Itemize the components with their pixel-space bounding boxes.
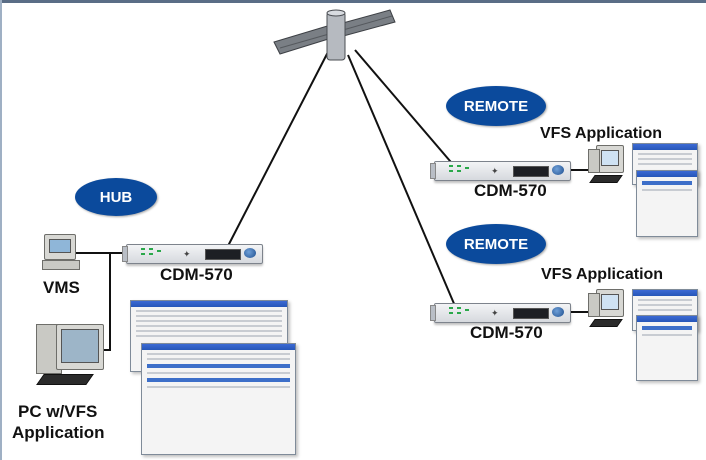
remote1-satellite-link (354, 49, 457, 169)
remote-badge-2: REMOTE (446, 224, 546, 264)
top-border (0, 0, 706, 3)
remote-1-computer-icon (586, 145, 630, 189)
vms-computer-icon (42, 234, 82, 278)
hub-satellite-link (227, 51, 329, 247)
remote2-satellite-link (347, 54, 456, 307)
hub-badge: HUB (75, 178, 157, 216)
pc-computer-icon (18, 318, 108, 398)
remote-app-2-label: VFS Application (541, 266, 664, 283)
hub-app-window-2 (141, 343, 296, 455)
hub-modem-icon: ✦ (122, 244, 263, 264)
left-border (0, 0, 2, 460)
remote-2-app-window-2 (636, 315, 698, 381)
remote-modem-1-icon: ✦ (430, 161, 571, 181)
remote-1-app-window-2 (636, 170, 698, 237)
pc-label-line1: PC w/VFS (18, 402, 98, 421)
remote-2-computer-icon (586, 289, 630, 333)
hub-modem-label: CDM-570 (160, 265, 233, 284)
pc-label-line2: Application (12, 423, 105, 442)
remote-badge-1: REMOTE (446, 86, 546, 126)
remote-modem-2-label: CDM-570 (470, 323, 543, 342)
satellite-icon (273, 9, 396, 61)
remote-app-1-label: VFS Application (540, 125, 663, 142)
remote-modem-2-icon: ✦ (430, 303, 571, 323)
vms-label: VMS (43, 278, 80, 297)
remote-modem-1-label: CDM-570 (474, 181, 547, 200)
